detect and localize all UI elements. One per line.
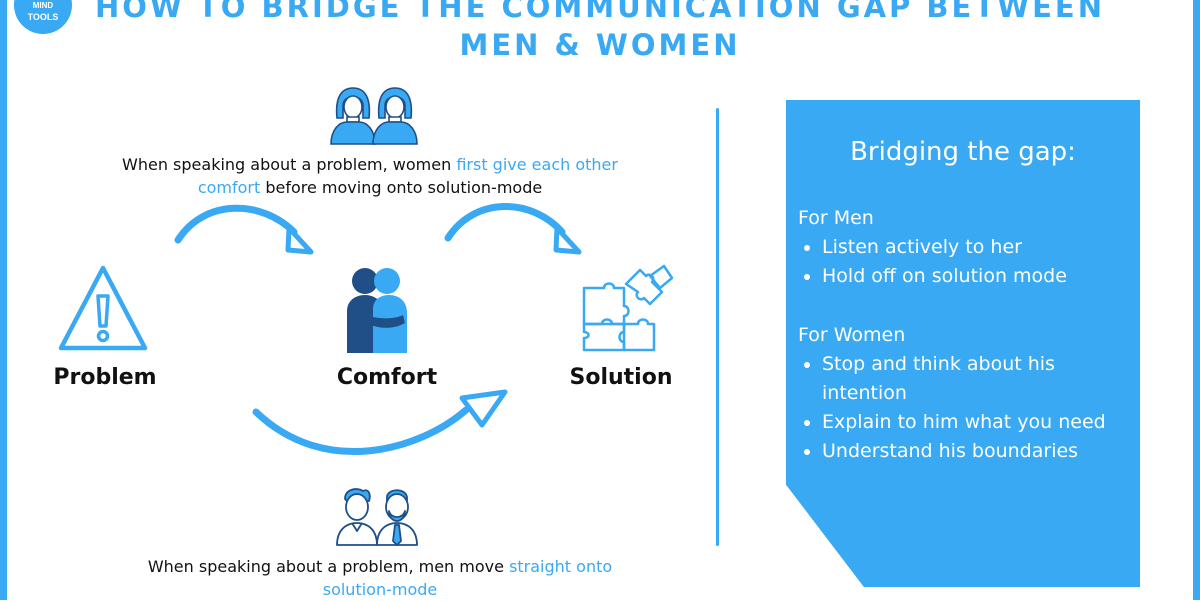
frame-left-border — [0, 0, 7, 600]
for-women-list: Stop and think about his intention Expla… — [798, 350, 1138, 466]
arrow-icon-problem-to-solution — [252, 406, 470, 456]
warning-icon — [58, 265, 148, 351]
women-caption-highlight: first give each other comfort — [197, 155, 618, 197]
list-item: Hold off on solution mode — [798, 262, 1138, 291]
women-caption: When speaking about a problem, women fir… — [120, 153, 620, 199]
women-caption-part1: When speaking about a problem, women — [122, 155, 457, 174]
for-men-heading: For Men — [798, 207, 874, 229]
arrow-icon-comfort-to-solution — [444, 203, 566, 242]
stage-label-problem: Problem — [53, 365, 157, 390]
logo-line-2: TOOLS — [27, 12, 59, 22]
arrow-icon-head-3 — [459, 389, 508, 428]
arrow-icon-head-2 — [553, 225, 582, 255]
logo-line-1: MIND — [32, 1, 54, 10]
men-icon — [336, 488, 418, 546]
for-women-heading: For Women — [798, 324, 906, 346]
men-caption-highlight: straight onto solution-mode — [322, 557, 613, 599]
list-item: Stop and think about his intention — [798, 350, 1138, 408]
men-caption-part1: When speaking about a problem, men move — [147, 557, 510, 576]
list-item: Explain to him what you need — [798, 408, 1138, 437]
page-title: How to bridge the communication gap betw… — [94, 0, 1105, 62]
list-item: Understand his boundaries — [798, 437, 1138, 466]
for-men-list: Listen actively to her Hold off on solut… — [798, 233, 1138, 291]
stage-label-solution: Solution — [569, 365, 673, 390]
panel-title: Bridging the gap: — [850, 137, 1076, 167]
women-caption-part2: before moving onto solution-mode — [260, 178, 543, 197]
frame-right-border — [1193, 0, 1200, 600]
women-icon — [330, 87, 418, 145]
puzzle-icon — [582, 264, 674, 352]
men-caption: When speaking about a problem, men move … — [130, 555, 630, 601]
arrow-icon-problem-to-comfort — [174, 204, 298, 244]
vertical-divider — [716, 108, 719, 546]
bridging-panel: Bridging the gap: For Men Listen activel… — [786, 100, 1140, 587]
arrow-icon-head-1 — [285, 225, 314, 255]
hug-icon — [347, 268, 407, 353]
stage-label-comfort: Comfort — [336, 365, 438, 390]
list-item: Listen actively to her — [798, 233, 1138, 262]
flow-arrows — [174, 203, 582, 456]
